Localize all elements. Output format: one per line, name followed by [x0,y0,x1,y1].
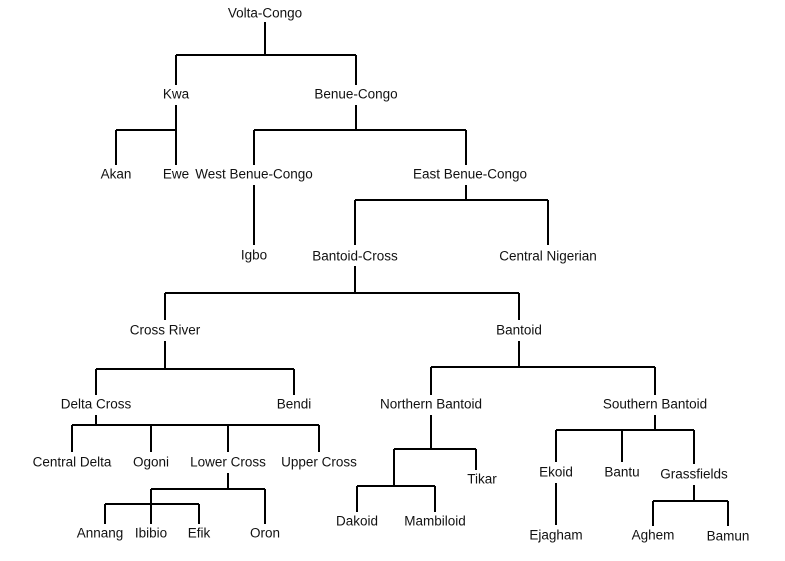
node-grassfields: Grassfields [660,467,728,482]
node-bantoid: Bantoid [496,323,542,338]
node-delta-cross: Delta Cross [61,397,132,412]
node-ogoni: Ogoni [133,455,169,470]
node-ibibio: Ibibio [135,526,167,541]
node-ejagham: Ejagham [529,528,582,543]
node-ewe: Ewe [163,167,189,182]
node-bantu: Bantu [604,465,639,480]
node-central-nigerian: Central Nigerian [499,249,597,264]
node-lower-cross: Lower Cross [190,455,266,470]
node-akan: Akan [101,167,132,182]
node-bamun: Bamun [707,529,750,544]
node-upper-cross: Upper Cross [281,455,357,470]
node-oron: Oron [250,526,280,541]
node-west-benue-congo: West Benue-Congo [195,167,313,182]
node-aghem: Aghem [632,528,675,543]
node-northern-bantoid: Northern Bantoid [380,397,482,412]
node-mambiloid: Mambiloid [404,514,466,529]
node-benue-congo: Benue-Congo [314,87,397,102]
node-bantoid-cross: Bantoid-Cross [312,249,398,264]
node-bendi: Bendi [277,397,312,412]
node-cross-river: Cross River [130,323,201,338]
node-tikar: Tikar [467,472,497,487]
node-central-delta: Central Delta [33,455,112,470]
node-annang: Annang [77,526,124,541]
node-dakoid: Dakoid [336,514,378,529]
node-southern-bantoid: Southern Bantoid [603,397,707,412]
node-volta-congo: Volta-Congo [228,6,302,21]
node-kwa: Kwa [163,87,190,102]
node-east-benue-congo: East Benue-Congo [413,167,527,182]
tree-edges [71,22,729,526]
node-ekoid: Ekoid [539,465,573,480]
node-igbo: Igbo [241,248,267,263]
node-efik: Efik [188,526,211,541]
